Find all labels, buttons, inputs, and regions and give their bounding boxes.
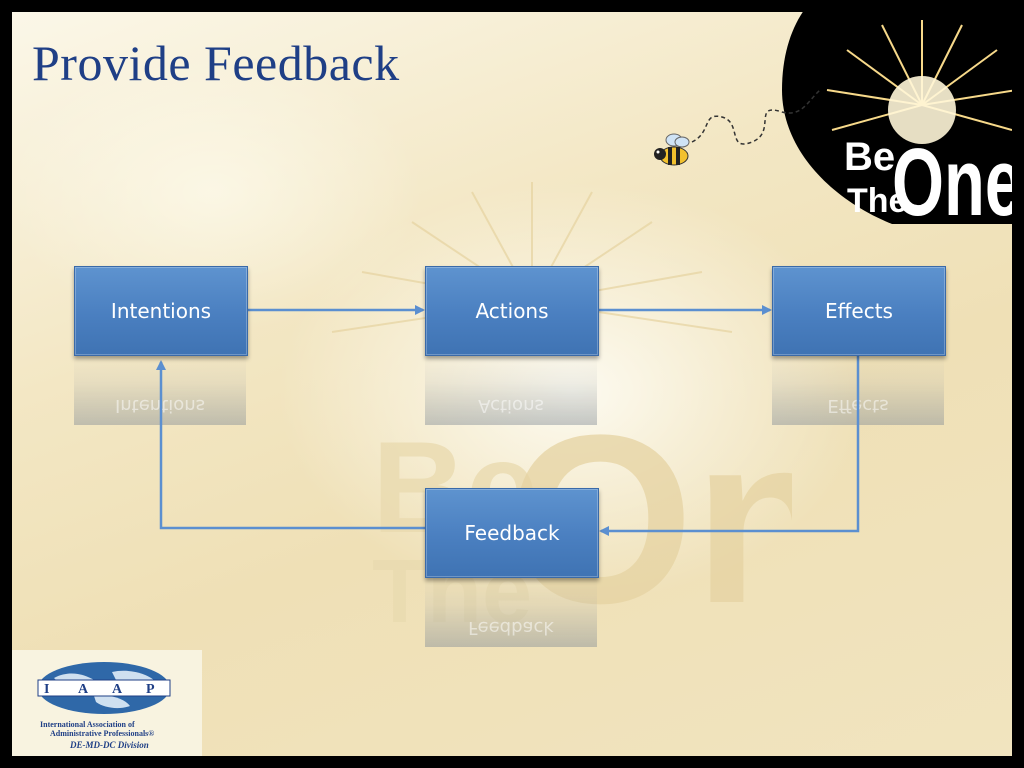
node-intentions-label: Intentions xyxy=(110,299,212,323)
node-feedback: Feedback xyxy=(425,488,599,578)
node-effects-label: Effects xyxy=(825,299,893,323)
iaap-logo: I A A P International Association of Adm… xyxy=(12,650,202,756)
svg-text:P: P xyxy=(146,682,155,697)
svg-text:A: A xyxy=(78,682,89,697)
globe-icon: I A A P xyxy=(37,662,171,714)
node-effects: Effects xyxy=(772,266,946,356)
bee-icon xyxy=(654,133,690,166)
iaap-name-line2: Administrative Professionals® xyxy=(50,729,155,738)
node-intentions: Intentions xyxy=(74,266,248,356)
node-feedback-label: Feedback xyxy=(464,521,560,545)
logo-one: One xyxy=(892,129,1012,224)
slide: Be The One Provide Feedback Be The One xyxy=(12,12,1012,756)
iaap-division: DE-MD-DC Division xyxy=(70,740,149,750)
edge-effects-feedback xyxy=(599,354,860,536)
node-actions-label: Actions xyxy=(475,299,549,323)
iaap-name-line1: International Association of xyxy=(40,720,135,729)
svg-text:A: A xyxy=(112,682,123,697)
be-the-one-watermark: Be The One xyxy=(331,182,792,653)
diagram-connectors xyxy=(156,305,860,536)
logo-the: The xyxy=(847,182,907,220)
be-the-one-logo: Be The One xyxy=(782,12,1012,224)
node-actions: Actions xyxy=(425,266,599,356)
svg-text:I: I xyxy=(44,682,49,697)
logo-be: Be xyxy=(844,135,895,179)
slide-title: Provide Feedback xyxy=(32,35,400,91)
edge-feedback-intentions xyxy=(156,360,425,530)
bee-trail xyxy=(691,89,821,145)
